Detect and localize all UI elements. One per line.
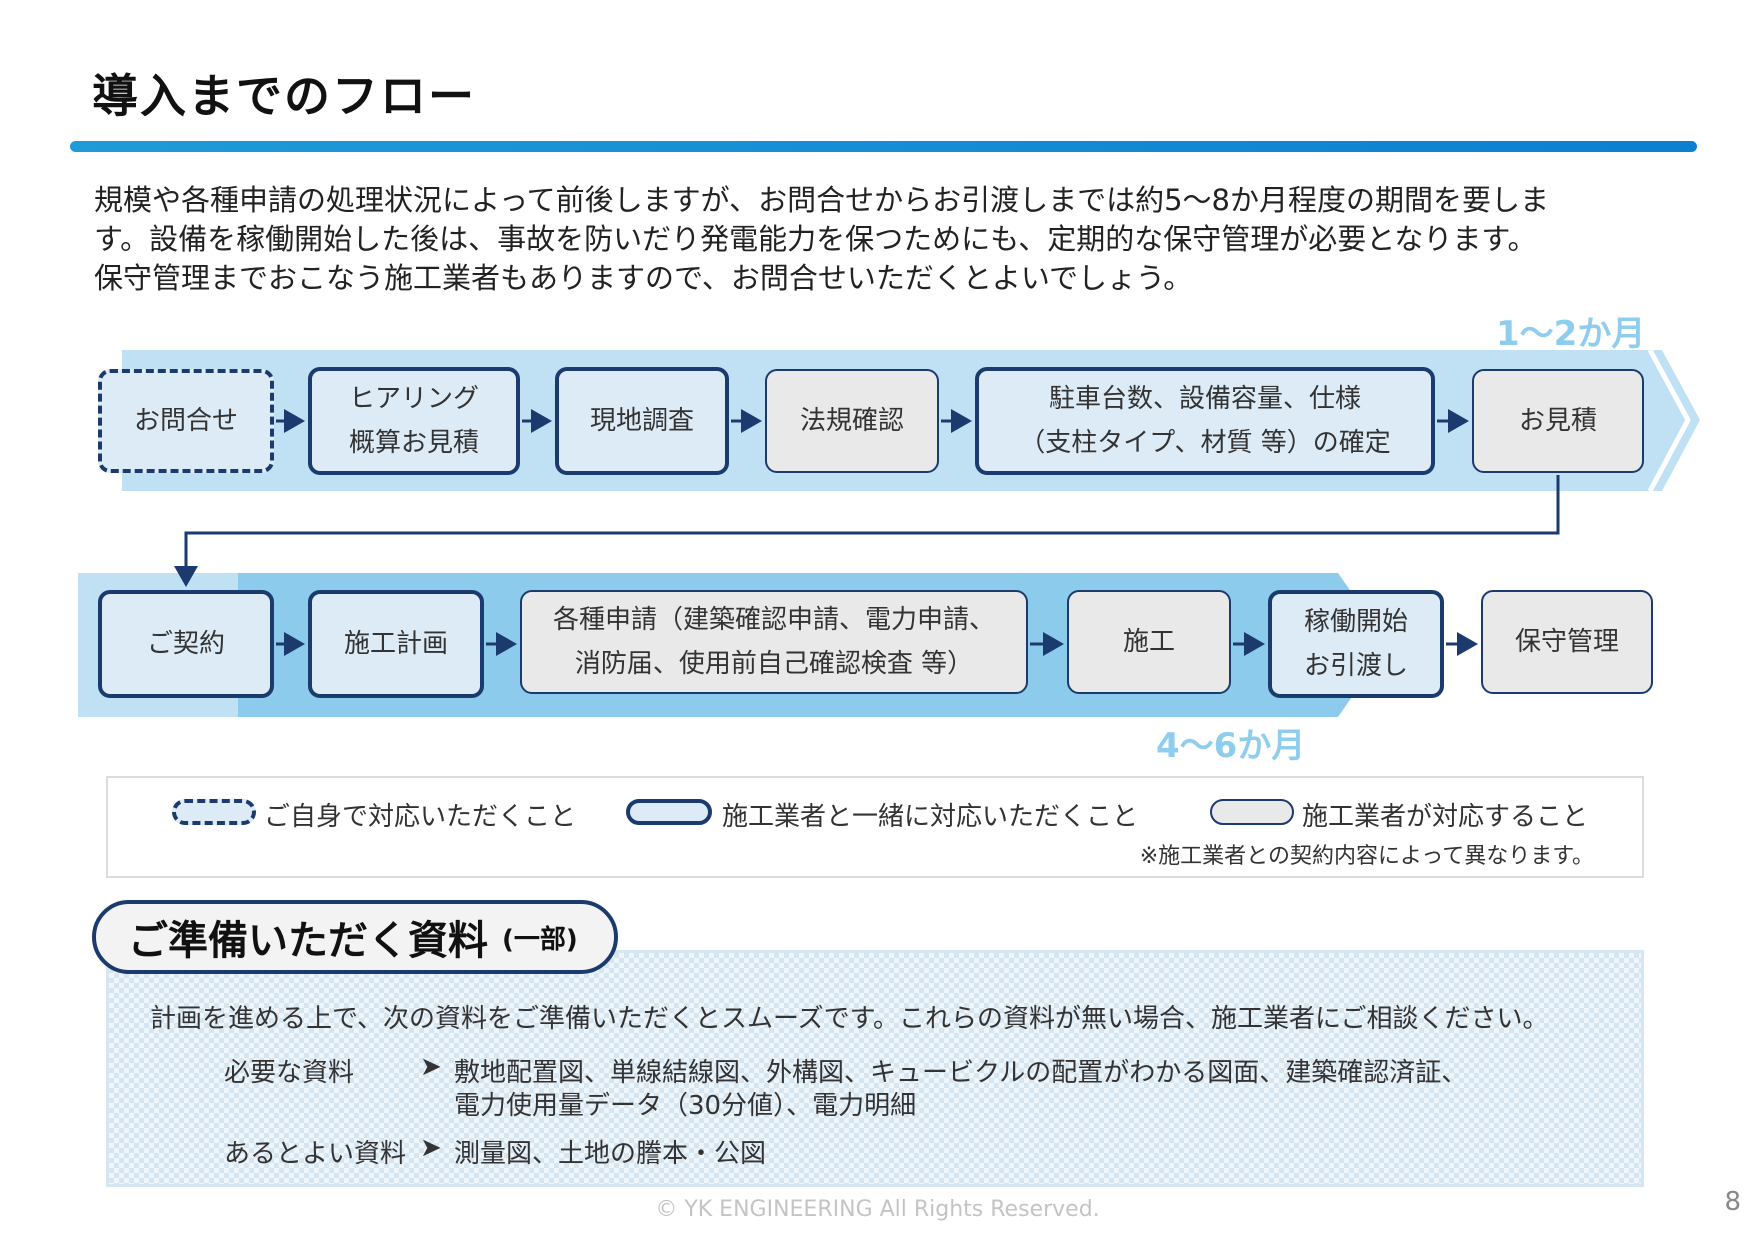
intro-line: 規模や各種申請の処理状況によって前後しますが、お問合せからお引渡しまでは約5〜8… — [94, 183, 1550, 217]
step-maintenance: 保守管理 — [1481, 590, 1653, 694]
materials-heading-text: ご準備いただく資料 — [128, 918, 488, 964]
step-label: 施工計画 — [343, 629, 448, 659]
intro-line: す。設備を稼働開始した後は、事故を防いだり発電能力を保つためにも、定期的な保守管… — [94, 222, 1537, 256]
legend-swatch-vendor — [1210, 799, 1294, 825]
materials-heading: ご準備いただく資料 (一部) — [92, 900, 618, 974]
arrow-wrap — [174, 475, 1560, 587]
step-label: お問合せ — [133, 406, 238, 436]
step-label: 消防届、使用前自己確認検査 等） — [574, 649, 974, 679]
optional-line: 測量図、土地の謄本・公図 — [454, 1139, 767, 1169]
materials-heading-sub: (一部) — [502, 924, 578, 955]
step-label: 施工 — [1122, 627, 1175, 657]
step-label: 保守管理 — [1514, 627, 1619, 657]
step-label: （支柱タイプ、材質 等）の確定 — [1019, 428, 1391, 458]
step-regulation-check: 法規確認 — [765, 369, 939, 473]
step-hearing-estimate: ヒアリング 概算お見積 — [308, 367, 520, 475]
step-label: 現地調査 — [589, 406, 694, 436]
legend-swatch-joint — [626, 799, 712, 825]
intro-paragraph: 規模や各種申請の処理状況によって前後しますが、お問合せからお引渡しまでは約5〜8… — [94, 181, 1694, 298]
step-label: 駐車台数、設備容量、仕様 — [1048, 384, 1361, 414]
step-label: お見積 — [1518, 406, 1597, 436]
copyright-footer: © YK ENGINEERING All Rights Reserved. — [655, 1197, 1100, 1222]
title-underline — [70, 141, 1697, 152]
required-bullet: ➤ — [420, 1052, 442, 1082]
flow-arrows — [174, 409, 1560, 656]
step-contract: ご契約 — [98, 590, 274, 698]
required-line: 敷地配置図、単線結線図、外構図、キュービクルの配置がわかる図面、建築確認済証、 — [454, 1058, 1468, 1088]
step-label: 稼働開始 — [1303, 607, 1408, 637]
step-construction: 施工 — [1067, 590, 1231, 694]
step-construction-plan: 施工計画 — [308, 590, 484, 698]
step-label: 各種申請（建築確認申請、電力申請、 — [552, 605, 995, 635]
page-number: 8 — [1724, 1187, 1741, 1217]
legend-note: ※施工業者との契約内容によって異なります。 — [1139, 844, 1594, 869]
page-title: 導入までのフロー — [92, 69, 476, 123]
step-label: ご契約 — [146, 629, 225, 659]
optional-bullet: ➤ — [420, 1133, 442, 1163]
legend-label-vendor: 施工業者が対応すること — [1302, 802, 1589, 832]
legend-swatch-self — [172, 799, 256, 825]
step-site-survey: 現地調査 — [555, 367, 729, 475]
step-label: ヒアリング — [348, 384, 479, 414]
row1-band-arrow — [1640, 350, 1700, 491]
step-applications: 各種申請（建築確認申請、電力申請、 消防届、使用前自己確認検査 等） — [520, 590, 1028, 694]
step-inquiry: お問合せ — [98, 369, 274, 473]
row1-duration: 1〜2か月 — [1496, 314, 1646, 354]
step-label: 法規確認 — [799, 406, 904, 436]
step-label: お引渡し — [1303, 651, 1408, 681]
step-start-handover: 稼働開始 お引渡し — [1268, 590, 1444, 698]
legend: ご自身で対応いただくこと 施工業者と一緒に対応いただくこと 施工業者が対応するこ… — [106, 776, 1644, 878]
required-line: 電力使用量データ（30分値）、電力明細 — [454, 1091, 917, 1121]
materials-panel — [106, 950, 1644, 1187]
step-spec-decision: 駐車台数、設備容量、仕様 （支柱タイプ、材質 等）の確定 — [975, 367, 1435, 475]
step-quotation: お見積 — [1472, 369, 1644, 473]
intro-line: 保守管理までおこなう施工業者もありますので、お問合せいただくとよいでしょう。 — [94, 261, 1193, 295]
materials-lead: 計画を進める上で、次の資料をご準備いただくとスムーズです。これらの資料が無い場合… — [150, 1004, 1549, 1034]
legend-label-self: ご自身で対応いただくこと — [264, 802, 577, 832]
row2-duration: 4〜6か月 — [1156, 726, 1306, 766]
legend-label-joint: 施工業者と一緒に対応いただくこと — [722, 802, 1139, 832]
required-label: 必要な資料 — [224, 1058, 355, 1088]
step-label: 概算お見積 — [348, 428, 479, 458]
optional-label: あるとよい資料 — [224, 1139, 407, 1169]
